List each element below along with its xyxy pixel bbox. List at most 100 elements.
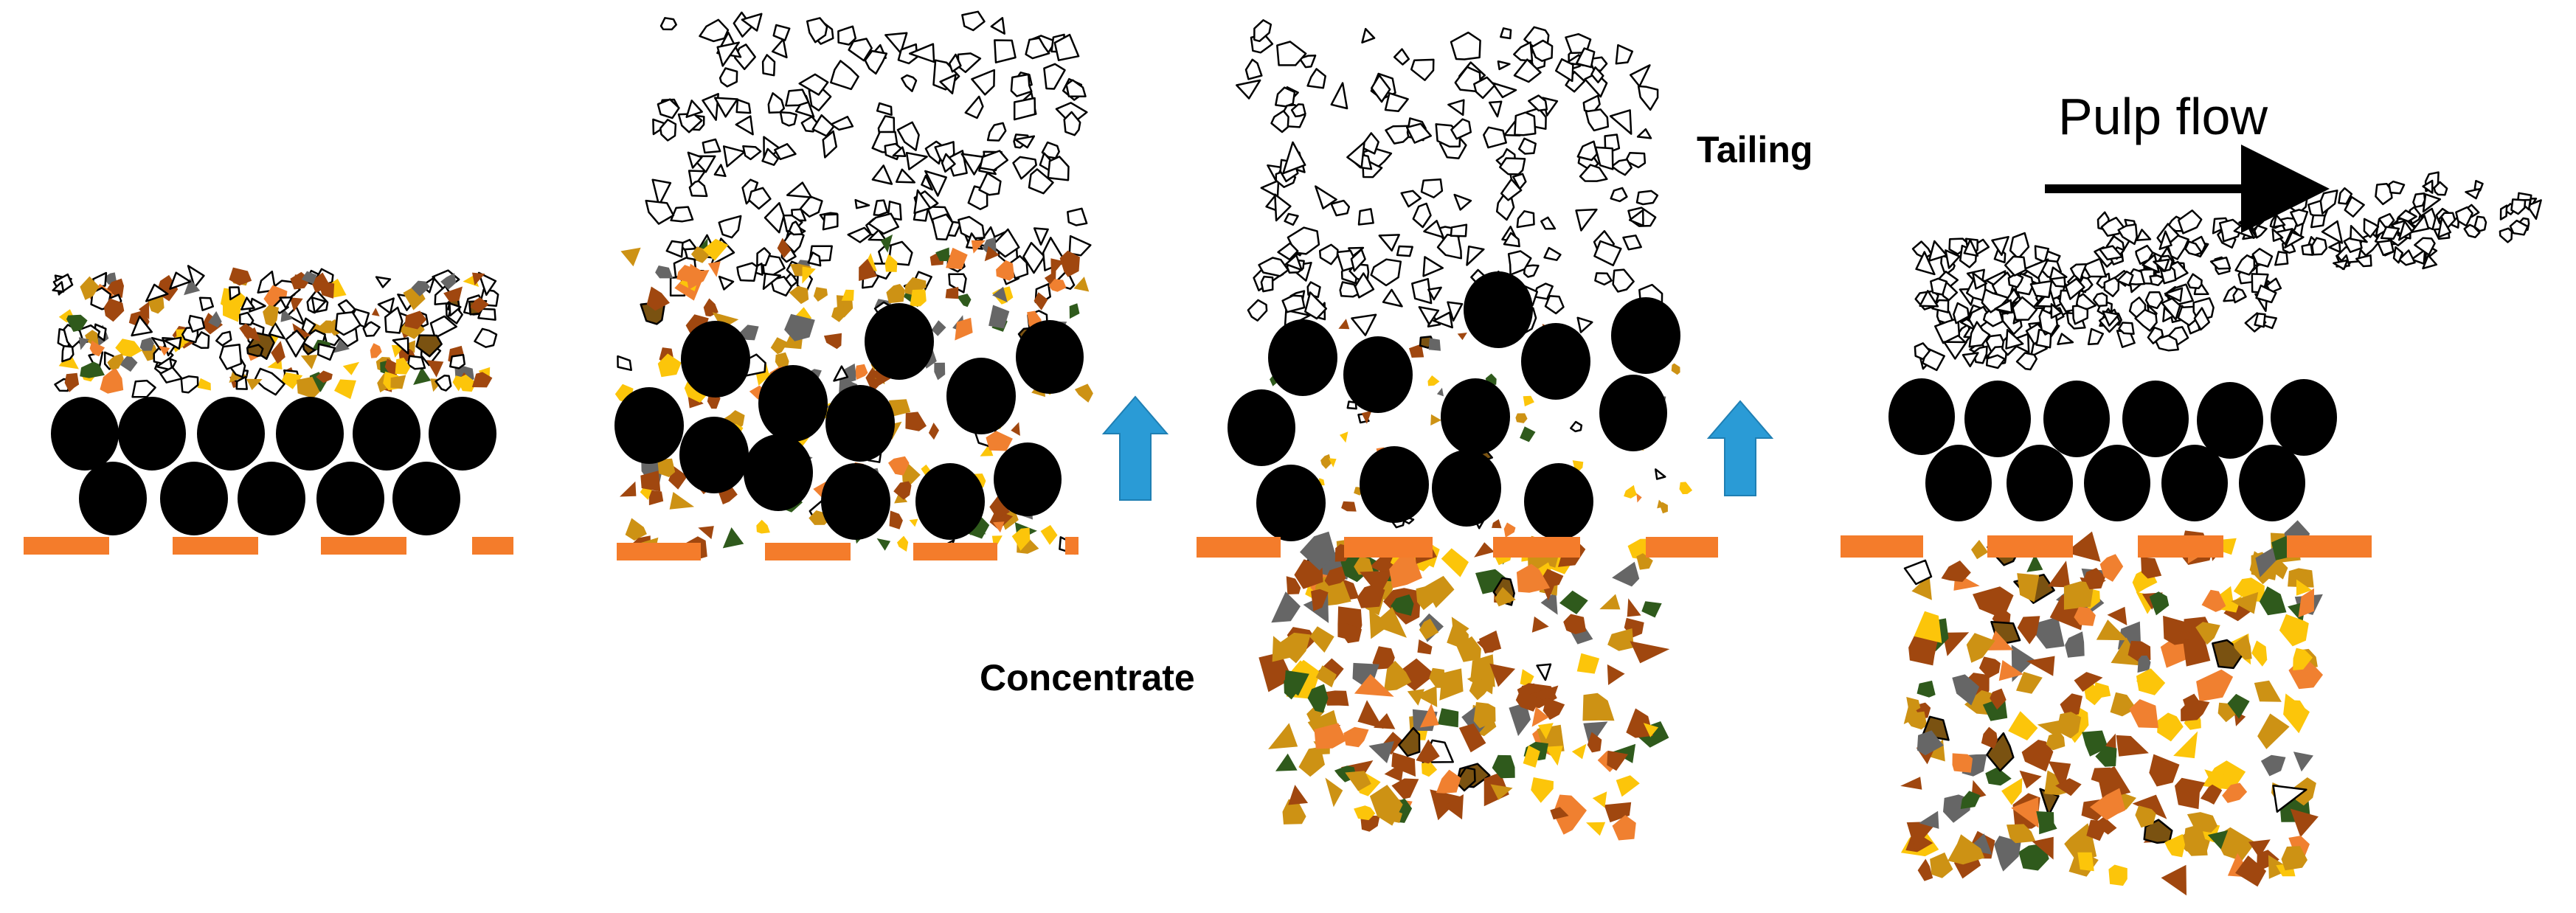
concentrate-particle	[1429, 667, 1445, 688]
ragging-ball	[1521, 323, 1590, 400]
mineral-particle	[1624, 485, 1638, 499]
gangue-particle	[286, 306, 305, 326]
mineral-particle	[1636, 493, 1642, 503]
concentrate-particle	[2116, 735, 2149, 757]
mineral-particle	[1033, 292, 1048, 310]
concentrate-particle	[1288, 785, 1309, 805]
concentrate-particle	[1636, 553, 1653, 570]
mineral-particle	[1059, 250, 1080, 277]
gangue-particle	[991, 228, 1020, 258]
concentrate-particle	[2149, 591, 2170, 616]
gangue-particle	[1053, 33, 1080, 61]
concentrate-particle	[1531, 707, 1549, 727]
gangue-particle	[1253, 19, 1273, 43]
gangue-particle	[1014, 135, 1036, 149]
tailing-label: Tailing	[1697, 129, 1813, 170]
gangue-particle	[1516, 210, 1535, 229]
mineral-particle	[807, 251, 822, 267]
gangue-particle	[774, 143, 797, 161]
concentrate-particle	[1315, 665, 1337, 688]
concentrate-particle	[1520, 669, 1534, 687]
concentrate-particle	[2201, 589, 2227, 612]
screen-bar	[472, 537, 513, 555]
concentrate-particle	[1271, 591, 1301, 623]
mineral-particle	[1655, 468, 1666, 480]
gangue-particle	[334, 311, 361, 336]
gangue-particle	[163, 336, 182, 350]
gangue-particle	[238, 311, 255, 326]
gangue-particle	[964, 95, 984, 119]
gangue-particle	[713, 164, 727, 178]
concentrate-particle	[1340, 623, 1362, 644]
gangue-particle	[771, 38, 788, 59]
concentrate-particle	[2132, 794, 2167, 819]
gangue-particle	[1298, 55, 1317, 69]
concentrate-particle	[1345, 771, 1371, 791]
screen-bar	[1646, 537, 1718, 558]
concentrate-particle	[1421, 761, 1438, 777]
gangue-particle	[1594, 146, 1614, 170]
gangue-particle	[1427, 286, 1442, 301]
concentrate-particle	[2183, 693, 2203, 716]
gangue-particle	[279, 296, 293, 310]
concentrate-particle	[2065, 531, 2101, 562]
screen-layer	[24, 535, 2372, 560]
gangue-particle	[1422, 256, 1444, 277]
concentrate-particle	[1419, 618, 1439, 640]
concentrate-particle	[1275, 753, 1298, 771]
gangue-particle	[1500, 178, 1523, 201]
tailing-particle	[2375, 182, 2393, 206]
concentrate-particle	[1282, 799, 1306, 825]
gangue-particle	[1304, 291, 1328, 320]
gangue-particle	[218, 344, 243, 370]
gangue-particle	[390, 375, 406, 389]
concentrate-particle	[1439, 668, 1464, 701]
gangue-particle	[289, 297, 303, 312]
tailing-particle	[2232, 288, 2247, 304]
concentrate-particle	[1509, 702, 1531, 737]
concentrate-particle	[1960, 791, 1981, 809]
mineral-particle	[831, 305, 845, 322]
gangue-particle	[404, 310, 427, 330]
mineral-particle	[984, 246, 1000, 262]
concentrate-particle	[1268, 723, 1298, 749]
mineral-particle	[1409, 344, 1424, 358]
gangue-particle	[1488, 100, 1503, 118]
concentrate-particle	[1978, 656, 2001, 678]
tailing-particle	[2254, 313, 2266, 328]
gangue-particle	[457, 374, 477, 392]
concentrate-particle	[1495, 587, 1516, 607]
gangue-particle	[1610, 187, 1628, 203]
concentrate-particle	[2019, 770, 2042, 789]
gangue-particle	[1513, 58, 1542, 83]
gangue-particle	[1615, 44, 1634, 65]
ragging-ball	[2239, 445, 2305, 521]
gangue-particle	[892, 146, 907, 157]
tailing-particle	[2411, 249, 2426, 265]
concentrate-particle	[2107, 606, 2127, 625]
gangue-particle	[659, 17, 677, 31]
mineral-particle	[1340, 431, 1348, 443]
concentrate-particle	[2018, 843, 2049, 871]
mineral-particle	[833, 365, 849, 382]
gangue-particle	[1236, 79, 1261, 100]
gangue-particle	[1423, 220, 1444, 238]
tailing-particle	[2422, 179, 2434, 194]
mineral-particle	[876, 538, 891, 551]
mineral-particle	[1523, 395, 1534, 407]
gangue-particle	[1405, 122, 1433, 144]
gangue-particle	[1483, 126, 1507, 149]
tailing-particle	[2092, 292, 2108, 308]
concentrate-particle	[1952, 753, 1973, 773]
particle-layer	[52, 10, 2542, 896]
tailing-particle	[1991, 235, 2009, 257]
ragging-ball	[51, 397, 119, 471]
concentrate-particle	[2017, 616, 2040, 645]
mineral-particle	[1436, 387, 1444, 397]
concentrate-particle	[1616, 775, 1640, 797]
concentrate-particle	[2164, 833, 2185, 858]
mineral-particle	[1515, 413, 1528, 423]
concentrate-particle	[1540, 591, 1558, 615]
gangue-particle	[139, 337, 154, 351]
ragging-ball	[1888, 378, 1955, 455]
